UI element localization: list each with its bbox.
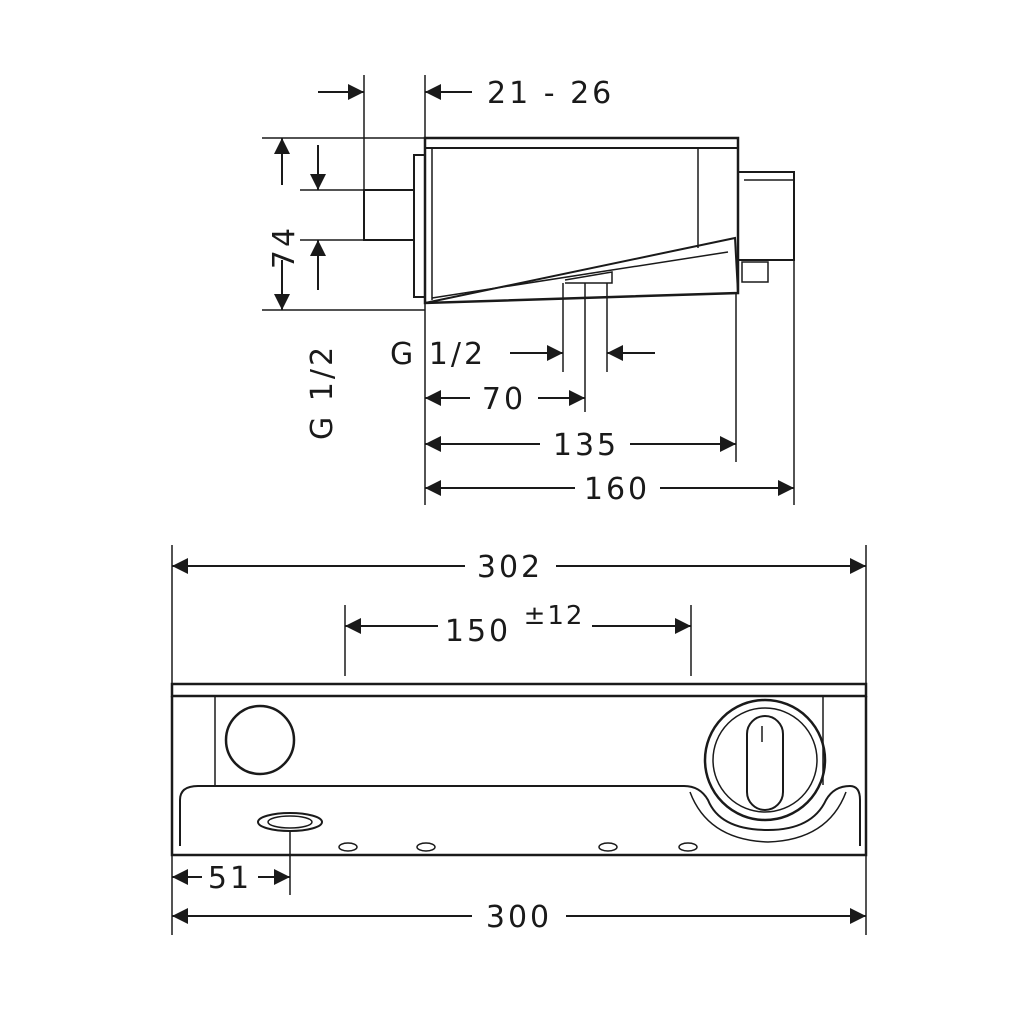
- dim-thread-horizontal: G 1/2: [390, 337, 486, 372]
- front-body-outline: [170, 696, 868, 857]
- front-top-plate: [170, 682, 868, 698]
- side-knob: [737, 171, 795, 261]
- side-wall-plate: [413, 154, 426, 298]
- dim-135: 135: [553, 428, 619, 463]
- dim-depth-range: 21 - 26: [487, 76, 614, 111]
- side-body-outline: [423, 136, 740, 305]
- side-inlet-connector: [363, 189, 415, 241]
- dim-thread-vertical: G 1/2: [305, 344, 340, 440]
- front-shelf: [179, 784, 861, 846]
- dim-300: 300: [486, 900, 552, 935]
- front-thermostat-knob: [703, 698, 827, 822]
- dim-160: 160: [584, 472, 650, 507]
- front-push-button: [224, 704, 296, 776]
- side-view: [262, 75, 795, 505]
- front-view: [170, 545, 868, 935]
- dim-tolerance: ±12: [524, 601, 585, 631]
- dim-150: 150: [445, 614, 511, 649]
- dim-51: 51: [208, 861, 252, 896]
- side-shelf: [424, 236, 739, 304]
- dim-height: 74: [267, 225, 302, 269]
- dim-70: 70: [482, 382, 526, 417]
- dim-302: 302: [477, 550, 543, 585]
